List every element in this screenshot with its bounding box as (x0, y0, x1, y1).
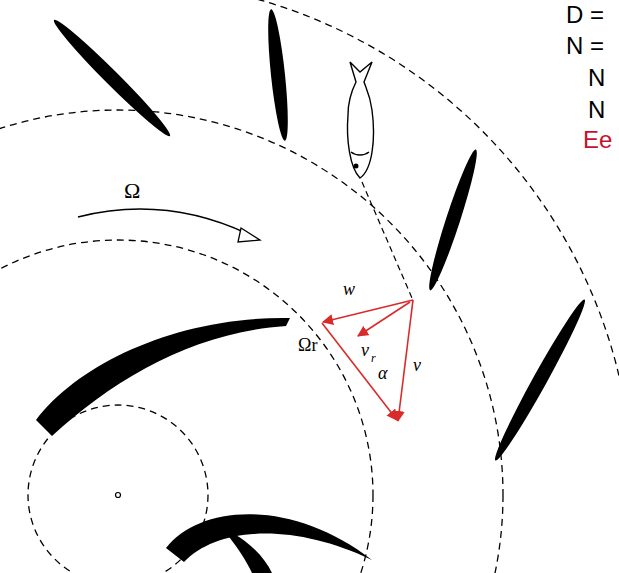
parameter-label: Ee (583, 128, 612, 152)
fish (348, 62, 374, 178)
parameter-label: N = (566, 34, 604, 58)
velocity-symbol: w (343, 280, 355, 298)
rotation-arrow (78, 209, 260, 242)
angle-symbol: α (378, 364, 387, 382)
velocity-symbol: v (413, 356, 421, 374)
rotation-symbol: Ω (124, 180, 140, 202)
velocity-symbol: v (361, 341, 369, 359)
runner-blades (36, 318, 372, 573)
parameter-label: N (588, 66, 605, 90)
velocity-triangle (322, 300, 413, 421)
velocity-symbol: Ωr (298, 336, 317, 354)
parameter-label: N (588, 98, 605, 122)
parameter-label: D = (566, 3, 604, 27)
fish-path (362, 182, 412, 298)
guide-vanes (49, 9, 591, 464)
subscript: r (371, 352, 376, 364)
rotor-axis (116, 493, 121, 498)
